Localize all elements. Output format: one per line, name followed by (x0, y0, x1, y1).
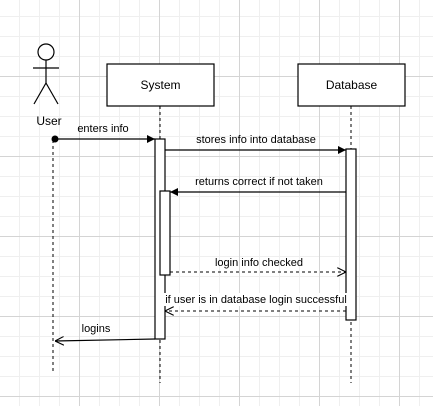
message-logins: logins (55, 323, 156, 341)
actor-left-leg (33, 82, 47, 105)
message-label: if user is in database login successful (165, 294, 347, 306)
message-label: logins (82, 323, 111, 335)
message-returns-correct: returns correct if not taken (170, 176, 346, 196)
lifeline-system-label: System (140, 78, 180, 92)
message-label: stores info into database (196, 134, 316, 146)
actor-head (37, 43, 55, 61)
actor-label: User (36, 114, 61, 128)
lifeline-database-label: Database (326, 78, 378, 92)
message-label: login info checked (215, 257, 303, 269)
lifeline-database-box (297, 63, 406, 107)
message-login-info-checked: login info checked (170, 257, 346, 272)
actor-right-leg (45, 82, 59, 105)
lifeline-database-head: Database (297, 63, 406, 107)
message-enters-info: enters info (51, 123, 155, 143)
message-arrow (55, 339, 156, 341)
message-label: enters info (77, 123, 128, 135)
lifeline-system-head: System (106, 63, 215, 107)
message-stores-info: stores info into database (165, 134, 346, 154)
message-login-successful: if user is in database login successful (158, 293, 354, 311)
message-label: returns correct if not taken (195, 176, 323, 188)
activation-database (345, 148, 357, 321)
actor-user: User (33, 43, 62, 128)
activation-system-nested (159, 190, 171, 276)
message-label-bg (158, 293, 354, 306)
lifeline-system-box (106, 63, 215, 107)
